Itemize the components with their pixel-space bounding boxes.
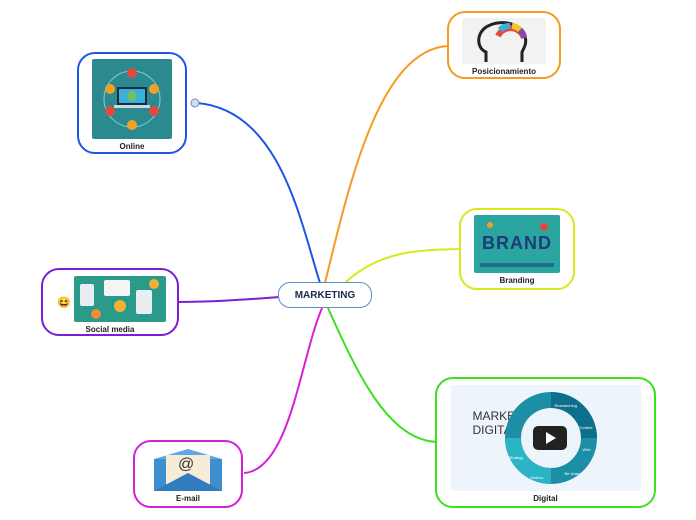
wheel-step-5: Metrics bbox=[530, 475, 544, 480]
social-media-image bbox=[74, 276, 166, 322]
node-social-media[interactable]: Social media 😆 bbox=[41, 268, 179, 336]
play-icon bbox=[546, 432, 556, 444]
node-online[interactable]: Online bbox=[77, 52, 187, 154]
wheel-step-1: Researching bbox=[554, 403, 577, 408]
node-branding[interactable]: BRAND Branding bbox=[459, 208, 575, 290]
online-web-icon bbox=[190, 98, 200, 108]
at-sign-icon: @ bbox=[178, 456, 195, 473]
connector-digital bbox=[327, 307, 438, 443]
laughing-emoji-icon: 😆 bbox=[57, 297, 71, 309]
play-button[interactable] bbox=[532, 426, 567, 450]
online-label: Online bbox=[119, 142, 145, 151]
node-posicionamiento[interactable]: Posicionamiento bbox=[447, 11, 561, 79]
node-email[interactable]: @ E-mail bbox=[133, 440, 243, 508]
branding-label: Branding bbox=[499, 276, 535, 285]
central-topic-label: MARKETING bbox=[294, 289, 356, 301]
posicionamiento-label: Posicionamiento bbox=[471, 67, 536, 76]
branding-image: BRAND bbox=[474, 215, 560, 273]
digital-video-thumbnail: MARKETING DIGITAL Researching Content We… bbox=[450, 385, 641, 491]
connector-social bbox=[174, 296, 281, 303]
central-topic[interactable]: MARKETING bbox=[278, 282, 372, 308]
connector-branding bbox=[344, 248, 462, 284]
online-image bbox=[92, 59, 172, 139]
social-media-label: Social media bbox=[85, 325, 135, 334]
digital-label: Digital bbox=[533, 494, 558, 503]
posicionamiento-image bbox=[462, 18, 546, 64]
brand-letters-text: BRAND bbox=[482, 233, 552, 253]
wheel-step-4: Be shared bbox=[564, 471, 583, 476]
wheel-step-2: Content bbox=[578, 425, 593, 430]
connector-online bbox=[196, 102, 321, 284]
wheel-step-3: Web bbox=[582, 447, 591, 452]
connector-email bbox=[243, 307, 323, 474]
node-digital[interactable]: MARKETING DIGITAL Researching Content We… bbox=[435, 377, 656, 508]
connector-posicionamiento bbox=[324, 45, 449, 284]
wheel-step-6: Strategy bbox=[508, 455, 524, 460]
email-label: E-mail bbox=[175, 494, 200, 503]
email-image: @ bbox=[152, 447, 224, 491]
